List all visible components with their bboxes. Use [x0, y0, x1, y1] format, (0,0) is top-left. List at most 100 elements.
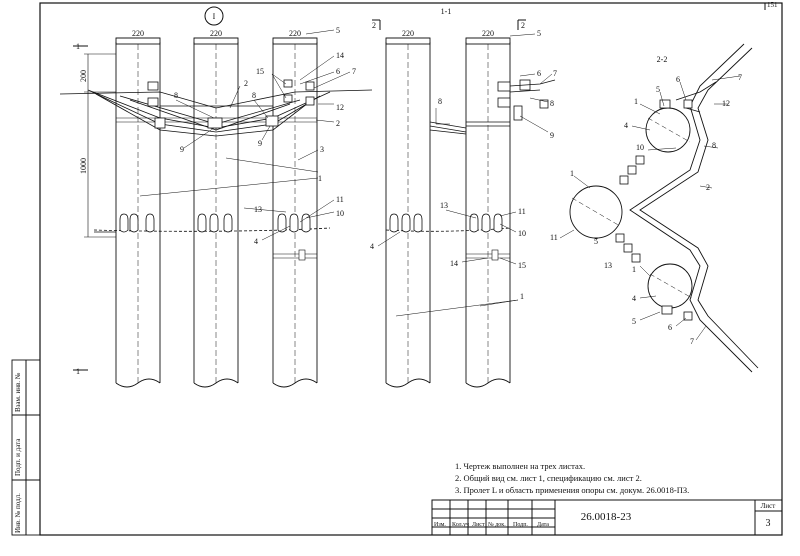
callout-9: 9 [180, 145, 184, 154]
section-mark-lines-1 [73, 45, 88, 371]
leader-lines-view-3 [559, 75, 741, 341]
tb-col-kol: Кол.уч [452, 522, 470, 528]
sheet-number: 3 [766, 518, 771, 529]
callout-7: 7 [352, 67, 356, 76]
v2-callout-7: 7 [553, 69, 557, 78]
pole-circle-centerlines [571, 117, 693, 299]
insulator-chain-3 [615, 99, 693, 321]
tb-col-izm: Изм. [434, 522, 446, 528]
callout-2b: 2 [336, 119, 340, 128]
v2-callout-15: 15 [518, 261, 526, 270]
view-2-title: 1-1 [441, 7, 452, 16]
section-mark-right: 2 [521, 21, 525, 30]
callout-14: 14 [336, 51, 344, 60]
dim-w3: 220 [289, 29, 301, 38]
v3-callout-6: 6 [676, 75, 680, 84]
v3-callout-11: 11 [550, 233, 558, 242]
dim-v2-w2: 220 [482, 29, 494, 38]
callout-4: 4 [254, 237, 258, 246]
band-pole-3 [273, 249, 317, 261]
v2-callout-5: 5 [537, 29, 541, 38]
v3-callout-2: 2 [706, 183, 710, 192]
v3-callout-5c: 5 [632, 317, 636, 326]
v3-callout-1c: 1 [632, 265, 636, 274]
circle-mark [204, 6, 224, 26]
v3-callout-5b: 5 [594, 237, 598, 246]
note-1: 1. Чертеж выполнен на трех листах. [455, 461, 586, 471]
insulator-hooks-1 [119, 213, 311, 233]
callout-11: 11 [336, 195, 344, 204]
v3-callout-1: 1 [634, 97, 638, 106]
dim-w1: 220 [132, 29, 144, 38]
callout-12: 12 [336, 103, 344, 112]
v2-callout-11: 11 [518, 207, 526, 216]
v3-callout-4: 4 [624, 121, 628, 130]
v3-callout-12: 12 [722, 99, 730, 108]
v2-callout-14: 14 [450, 259, 458, 268]
v2-callout-8b: 8 [550, 99, 554, 108]
side-stamp-inv: Инв. № подл. [14, 493, 22, 533]
dim-h1: 200 [79, 70, 88, 82]
v2-callout-1: 1 [520, 292, 524, 301]
callout-9b: 9 [258, 139, 262, 148]
callout-8: 8 [174, 91, 178, 100]
pole-2 [193, 37, 239, 388]
tb-col-list: Лист [472, 522, 485, 528]
callout-15: 15 [256, 67, 264, 76]
callout-6: 6 [336, 67, 340, 76]
v2-callout-13: 13 [440, 201, 448, 210]
side-stamp-vzam: Взам. инв. № [14, 372, 22, 412]
v3-callout-10: 10 [636, 143, 644, 152]
circle-mark-label: I [213, 12, 216, 21]
dimension-lines-top [84, 37, 317, 238]
v2-callout-9: 9 [550, 131, 554, 140]
v3-callout-5: 5 [656, 85, 660, 94]
v3-callout-1b: 1 [570, 169, 574, 178]
side-stamp-podp: Подп. и дата [14, 438, 22, 476]
view-1-front [59, 6, 373, 388]
view-3-title: 2-2 [657, 55, 668, 64]
bracket-view-2 [429, 121, 510, 135]
note-3: 3. Пролет L и область применения опоры с… [455, 485, 690, 495]
section-mark-bottom: 1 [76, 367, 80, 376]
leader-lines-view-1 [139, 29, 351, 241]
leader-lines-view-2 [377, 33, 553, 317]
v3-callout-6b: 6 [668, 323, 672, 332]
callout-3: 3 [320, 145, 324, 154]
pole-circles [569, 107, 693, 309]
clamp-set-2 [497, 79, 556, 121]
callout-5: 5 [336, 26, 340, 35]
v2-callout-10: 10 [518, 229, 526, 238]
dim-w2: 220 [210, 29, 222, 38]
v3-callout-7b: 7 [690, 337, 694, 346]
insulator-hooks-2 [389, 213, 503, 233]
callout-13: 13 [254, 205, 262, 214]
section-mark-left: 2 [372, 21, 376, 30]
v3-callout-7: 7 [738, 73, 742, 82]
cable-loop [629, 43, 759, 373]
note-2: 2. Общий вид см. лист 1, спецификацию см… [455, 473, 642, 483]
view-2-section [372, 19, 556, 388]
v3-callout-4b: 4 [632, 294, 636, 303]
callout-2: 2 [244, 79, 248, 88]
v2-callout-6: 6 [537, 69, 541, 78]
clamp-set-1 [147, 79, 315, 129]
v3-callout-13: 13 [604, 261, 612, 270]
dim-h2: 1000 [79, 158, 88, 174]
section-mark-top: 1 [76, 42, 80, 51]
pole-4 [385, 37, 431, 388]
v3-callout-8: 8 [712, 141, 716, 150]
sheet-label: Лист [761, 502, 776, 510]
tb-col-data: Дата [537, 522, 549, 528]
v2-callout-8: 8 [438, 97, 442, 106]
labels: I 220 220 220 200 1000 1 1 1 2 2 3 4 5 6… [76, 1, 778, 529]
dim-v2-w1: 220 [402, 29, 414, 38]
view-3-section [559, 43, 759, 373]
doc-number: 26.0018-23 [581, 511, 632, 523]
tb-col-podp: Подп. [513, 522, 528, 528]
callout-1: 1 [318, 174, 322, 183]
tb-col-doc: № док. [488, 522, 506, 528]
callout-10: 10 [336, 209, 344, 218]
sheet-frame [11, 2, 783, 536]
